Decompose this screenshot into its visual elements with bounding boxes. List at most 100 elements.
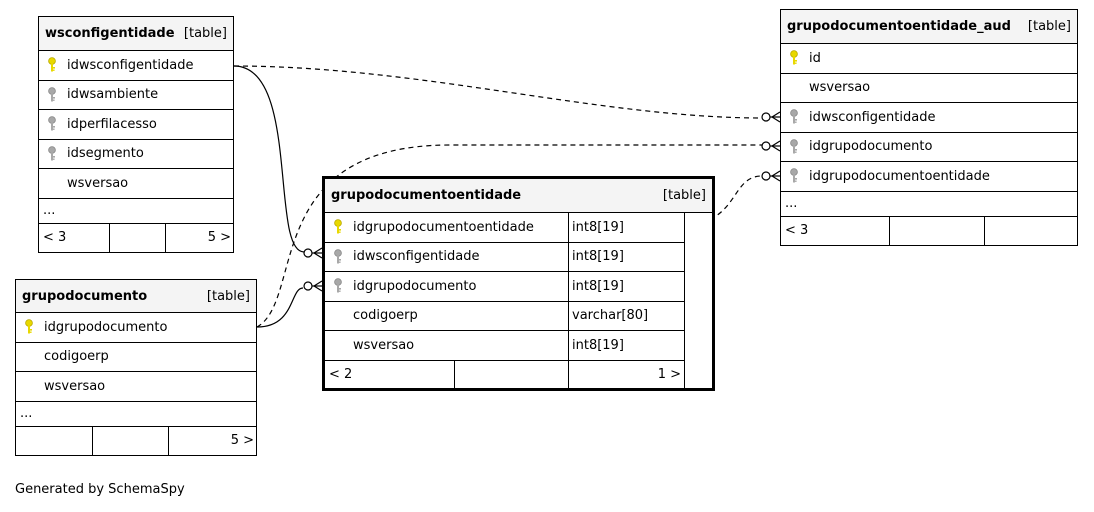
column-row[interactable]: idwsconfigentidade [39,51,233,81]
table-kind: [table] [662,188,706,203]
footer-parents[interactable] [16,427,92,455]
column-row[interactable]: idsegmento [39,140,233,169]
column-name: wsversao [353,337,415,353]
foreign-key-icon [48,116,56,131]
crowfoot-marker [761,140,781,152]
footer-middle [109,224,165,252]
table-name: grupodocumentoentidade_aud [787,19,1011,34]
relationship-line [233,65,305,253]
column-row[interactable]: wsversao int8[19] [325,331,685,361]
footer-children[interactable]: 1 > [568,360,685,388]
column-name: wsversao [44,378,106,394]
column-name: idwsconfigentidade [67,57,194,73]
foreign-key-icon [334,278,342,293]
table-grupodocumentoentidade_aud[interactable]: grupodocumentoentidade_aud [table] id wsver… [780,9,1078,246]
column-name: id [809,50,821,66]
column-row[interactable]: idgrupodocumento [16,313,256,343]
column-row[interactable]: codigoerp [16,343,256,372]
table-kind: [table] [183,26,227,41]
column-name: idsegmento [67,146,144,162]
more-columns-row[interactable]: ... [39,199,233,224]
table-grupodocumentoentidade[interactable]: grupodocumentoentidade [table] idgrupodocu… [322,176,715,391]
more-columns: ... [43,203,56,219]
foreign-key-icon [790,168,798,183]
footer-children[interactable]: 5 > [165,224,235,252]
column-row[interactable]: idwsconfigentidade [781,103,1077,133]
table-name: grupodocumento [22,288,148,304]
primary-key-icon [334,219,342,234]
footer-middle [454,360,568,388]
table-footer: 5 > [16,427,256,455]
column-type: int8[19] [568,331,684,360]
column-name: idwsconfigentidade [353,249,480,265]
relationship-line [256,287,304,328]
footer-middle [889,217,984,245]
column-name: idperfilacesso [67,116,157,132]
footer-parents[interactable]: < 3 [785,223,809,239]
footer-parents[interactable]: < 3 [43,230,67,246]
column-name: idgrupodocumentoentidade [809,168,990,184]
table-footer: < 3 [781,217,1077,245]
column-row[interactable]: idwsconfigentidade int8[19] [325,242,685,272]
column-row[interactable]: idperfilacesso [39,110,233,140]
generated-by-credit: Generated by SchemaSpy [15,482,185,497]
primary-key-icon [48,57,56,72]
footer-children[interactable]: 5 > [168,427,258,455]
column-row[interactable]: idgrupodocumento int8[19] [325,272,685,302]
column-name: idgrupodocumentoentidade [353,219,534,235]
column-name: idwsconfigentidade [809,109,936,125]
column-row[interactable]: idgrupodocumentoentidade int8[19] [325,213,685,243]
column-name: codigoerp [353,308,418,324]
relationship-line [683,175,763,227]
primary-key-icon [25,319,33,334]
column-row[interactable]: wsversao [781,74,1077,103]
crowfoot-marker [303,247,323,259]
foreign-key-icon [790,138,798,154]
table-footer: < 3 5 > [39,224,233,252]
table-header[interactable]: grupodocumentoentidade_aud [table] [781,10,1077,44]
crowfoot-marker [761,170,781,182]
more-columns: ... [785,196,798,212]
footer-parents[interactable]: < 2 [329,366,353,382]
column-name: wsversao [809,80,871,96]
column-row[interactable]: wsversao [39,169,233,199]
column-name: codigoerp [44,349,109,365]
footer-children[interactable] [984,217,1079,245]
column-type: int8[19] [568,272,684,301]
foreign-key-icon [790,109,798,124]
table-header[interactable]: grupodocumentoentidade [table] [325,179,712,213]
foreign-key-icon [48,86,56,102]
relationship-line [233,65,763,119]
table-grupodocumento[interactable]: grupodocumento[table] idgrupodocumento cod… [15,279,257,456]
table-wsconfigentidade[interactable]: wsconfigentidade [table] idwsconfigentidad… [38,16,234,253]
column-row[interactable]: idgrupodocumentoentidade [781,162,1077,192]
column-row[interactable]: idgrupodocumento [781,133,1077,162]
table-header[interactable]: grupodocumento[table] [16,280,256,313]
table-name: grupodocumentoentidade [331,188,522,203]
column-row[interactable]: wsversao [16,372,256,402]
column-row[interactable]: id [781,44,1077,74]
column-type: int8[19] [568,213,684,242]
more-columns-row[interactable]: ... [781,192,1077,217]
foreign-key-icon [48,145,56,161]
column-name: idgrupodocumento [353,278,477,294]
column-name: idgrupodocumento [809,139,933,155]
crowfoot-marker [761,111,781,123]
column-name: idwsambiente [67,87,159,103]
table-header[interactable]: wsconfigentidade [table] [39,17,233,51]
column-row[interactable]: idwsambiente [39,81,233,110]
table-footer: < 2 1 > [325,360,685,388]
foreign-key-icon [334,248,342,264]
more-columns: ... [20,406,33,422]
primary-key-icon [790,50,798,65]
table-kind: [table] [1027,19,1071,34]
table-name: wsconfigentidade [45,26,175,41]
column-name: wsversao [67,175,129,191]
column-type: int8[19] [568,242,684,271]
crowfoot-marker [303,280,323,292]
more-columns-row[interactable]: ... [16,402,256,427]
column-name: idgrupodocumento [44,319,168,335]
column-type: varchar[80] [568,301,684,330]
column-row[interactable]: codigoerp varchar[80] [325,301,685,331]
